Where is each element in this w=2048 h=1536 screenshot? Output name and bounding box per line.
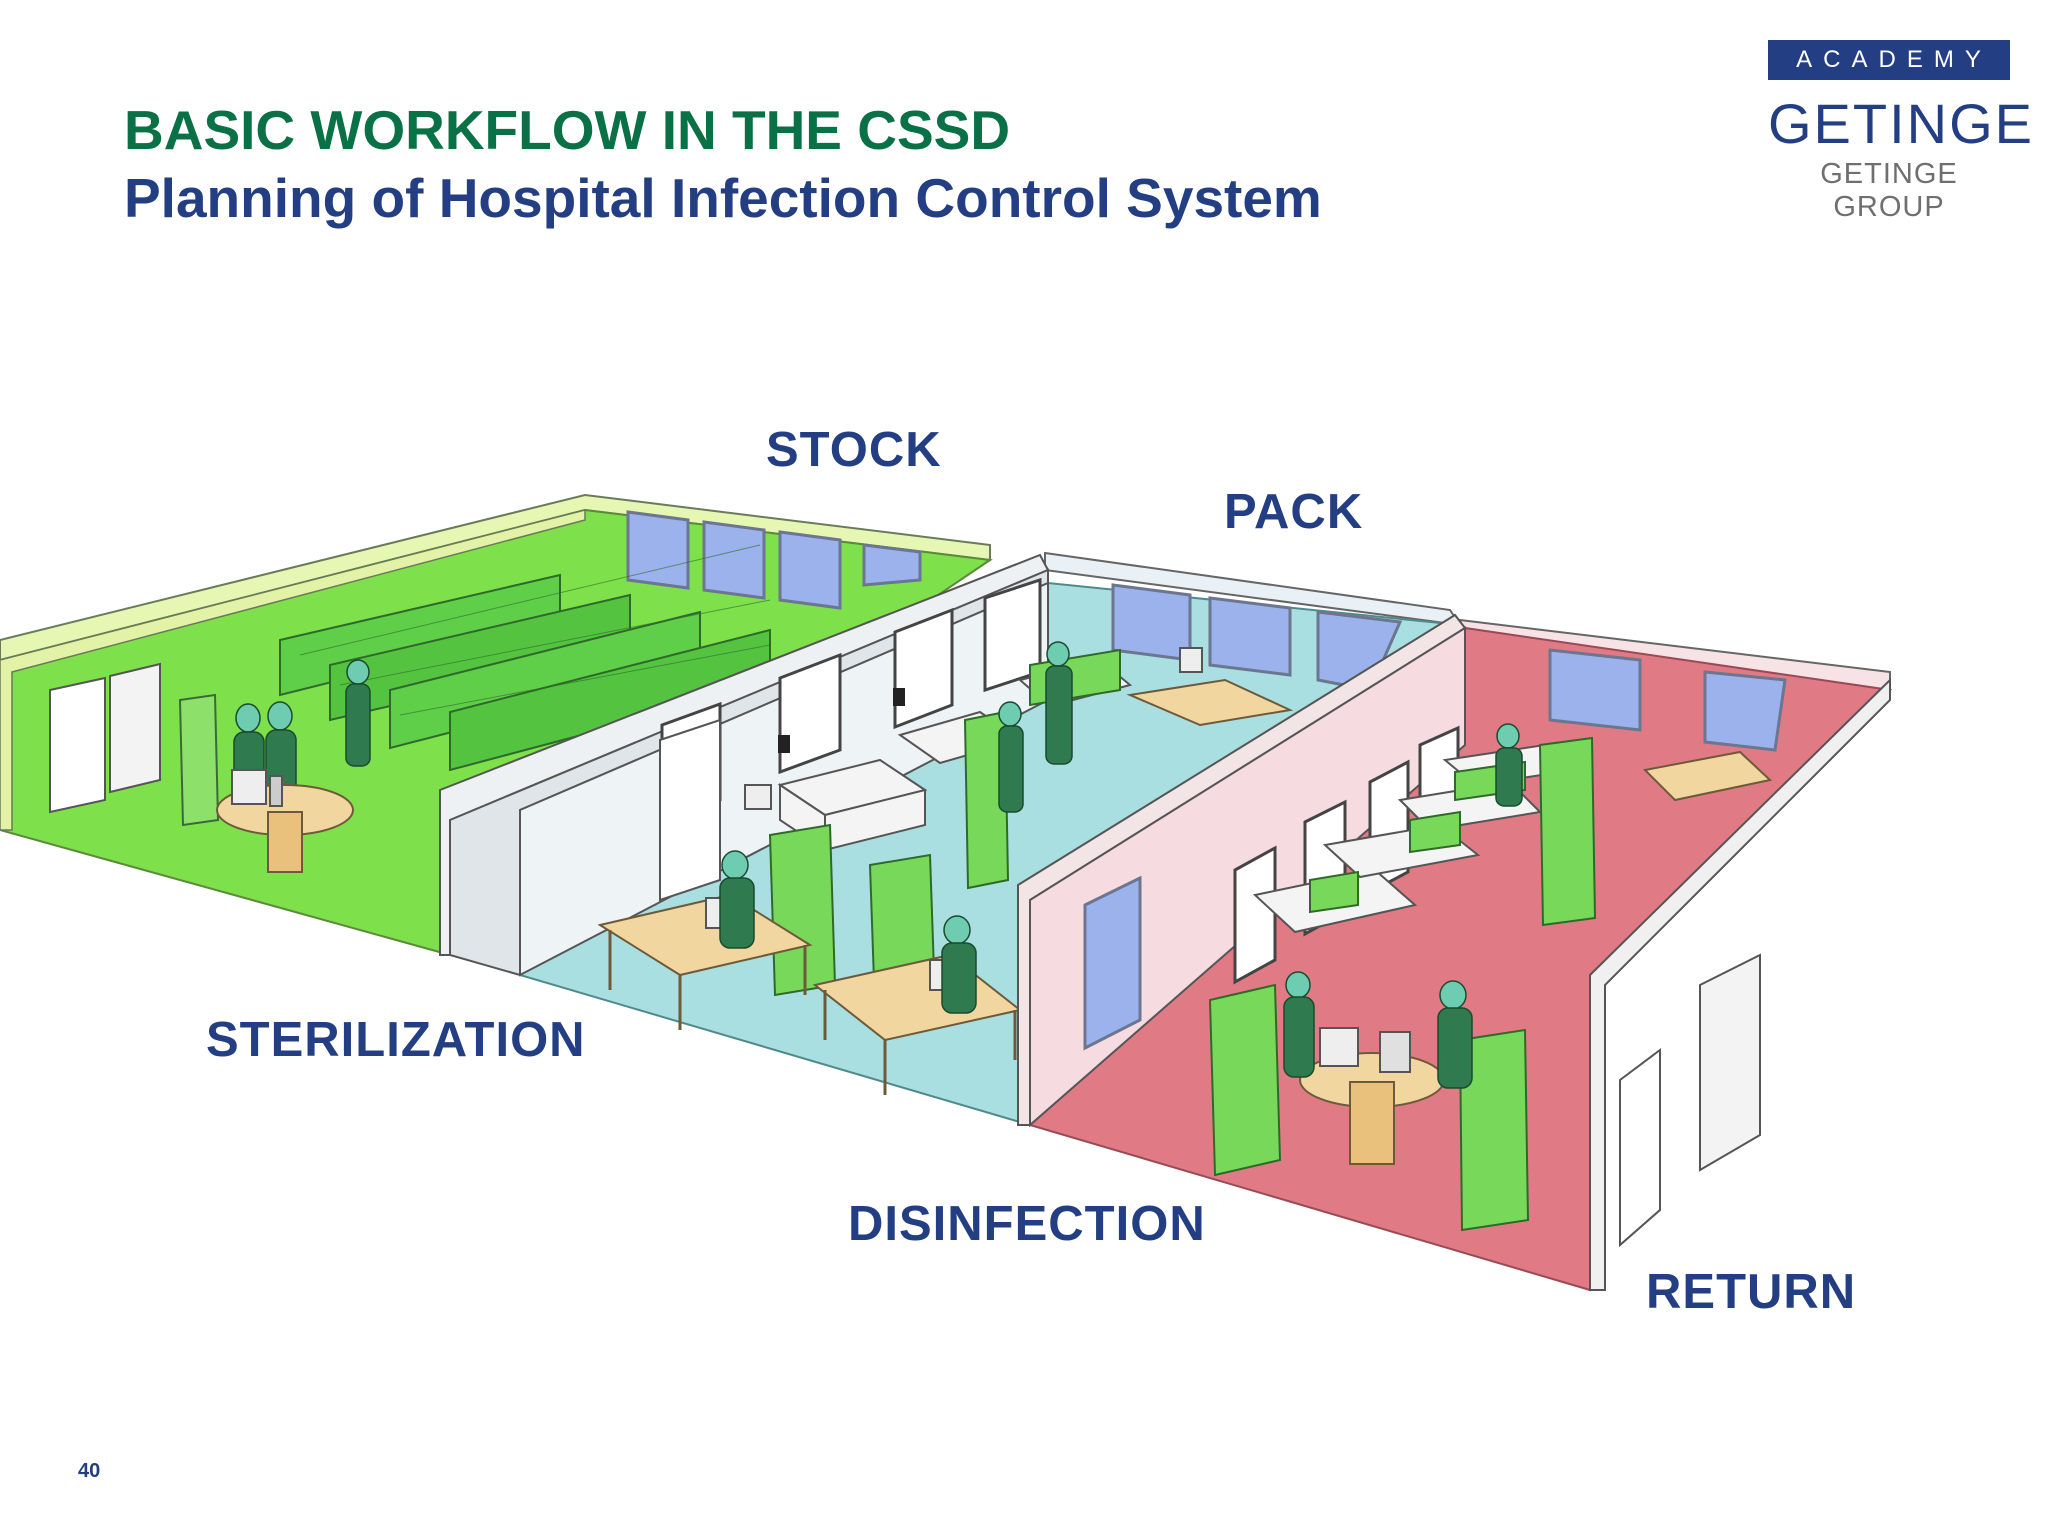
door-icon (49, 676, 106, 814)
pack-room (439, 551, 1463, 1127)
workstation-icon (1299, 750, 1773, 1165)
zone-label-sterilization: STERILIZATION (206, 1013, 586, 1067)
rack-icon (1208, 736, 1597, 1232)
logo-group: GETINGE GROUP (1820, 158, 1958, 223)
slide-subtitle: Planning of Hospital Infection Control S… (124, 167, 1322, 229)
zone-label-stock: STOCK (766, 423, 942, 477)
staff-icon (719, 641, 1073, 1014)
stock-room (0, 493, 993, 957)
zone-label-return: RETURN (1646, 1265, 1857, 1319)
disinfection-room (1017, 613, 1893, 1292)
zone-label-pack: PACK (1224, 485, 1364, 539)
workstation-icon (216, 769, 354, 873)
page-number: 40 (78, 1460, 101, 1482)
zone-label-disinfection: DISINFECTION (848, 1197, 1206, 1251)
logo-academy-band: ACADEMY (1768, 40, 2010, 80)
slide-title: BASIC WORKFLOW IN THE CSSD (124, 99, 1011, 161)
staff-icon (1283, 723, 1523, 1089)
getinge-logo: ACADEMY GETINGE GETINGE GROUP (1768, 40, 2035, 224)
door-icon (659, 718, 721, 902)
rack-icon (178, 544, 771, 827)
door-icon (1619, 1048, 1661, 1248)
window-icon (1083, 648, 1787, 1051)
window-icon (626, 510, 922, 610)
logo-brand: GETINGE (1768, 92, 2035, 155)
window-icon (1111, 583, 1403, 692)
